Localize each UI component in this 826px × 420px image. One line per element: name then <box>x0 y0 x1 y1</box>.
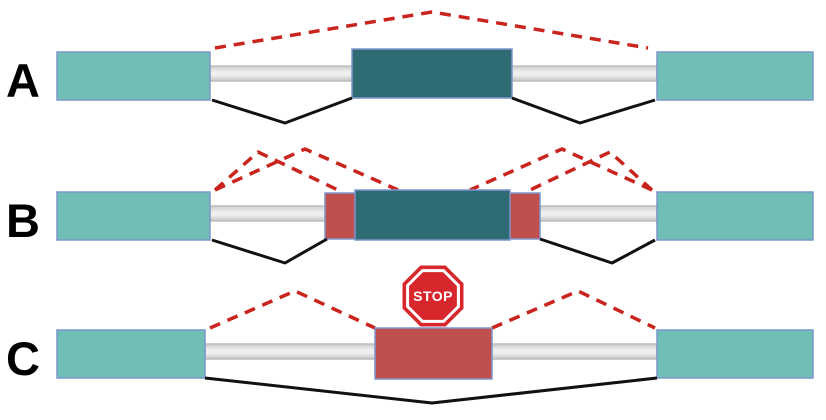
row-c: C STOP <box>6 265 814 405</box>
row-a: A <box>6 10 814 125</box>
include-splice-right-b <box>539 237 656 265</box>
row-label-c: C <box>6 332 40 385</box>
include-splice-left-b <box>211 237 328 265</box>
skip-splice-dashed-a <box>214 10 649 50</box>
alt-splice-dashed-right-1-b <box>529 150 654 192</box>
poison-splice-dashed-left-c <box>209 289 376 330</box>
exon-right-b <box>656 191 814 241</box>
extension-right-b <box>507 192 541 240</box>
cassette-exon-b <box>354 189 511 241</box>
stop-sign-icon: STOP <box>402 265 464 327</box>
poison-exon-c <box>374 327 493 380</box>
row-label-b: B <box>6 194 40 247</box>
exon-left-b <box>56 191 211 241</box>
stop-sign-ring <box>406 269 460 323</box>
stop-sign-text: STOP <box>413 288 453 304</box>
alt-splice-dashed-left-2-b <box>214 147 399 192</box>
exon-left-c <box>56 329 206 379</box>
include-splice-right-a <box>511 96 656 125</box>
alt-splice-dashed-right-2-b <box>469 147 653 192</box>
cassette-exon-a <box>351 48 513 99</box>
stop-sign-octagon <box>402 265 464 327</box>
include-splice-left-a <box>211 96 353 125</box>
row-b: B <box>6 147 814 265</box>
exon-right-c <box>656 329 814 379</box>
skip-splice-solid-c <box>204 376 658 405</box>
alt-splice-dashed-left-1-b <box>213 150 339 192</box>
exon-right-a <box>656 51 814 101</box>
poison-splice-dashed-right-c <box>491 289 656 330</box>
row-label-a: A <box>6 54 40 107</box>
exon-left-a <box>56 51 211 101</box>
extension-left-b <box>324 192 358 240</box>
